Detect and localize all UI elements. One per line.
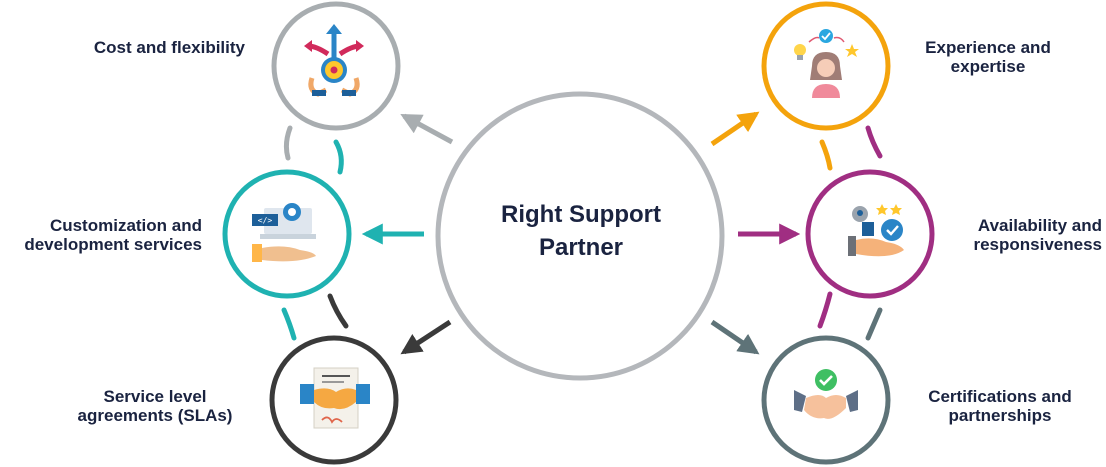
label-cost-and-flexibility: Cost and flexibility [60,38,245,57]
arrow-to-experience [710,111,760,147]
label-availability-line-1: Availability and [977,216,1102,235]
svg-text:</>: </> [258,216,273,225]
node-experience [761,1,891,131]
user-gear-stars-hand-icon [848,204,904,257]
label-certifications-line-2: partnerships [948,406,1052,425]
label-sla-line-2: agreements (SLAs) [77,406,233,425]
handshake-checkmark-icon [794,369,858,419]
connector-right-lower [817,291,883,341]
label-sla-line-1: Service level [103,387,207,406]
center-title-line-1: Right Support [501,201,661,228]
center-title-line-2: Partner [538,234,624,261]
arrow-to-certifications [710,319,760,355]
node-customization: </> [222,169,352,299]
woman-idea-star-icon [794,29,859,98]
connector-right-upper [819,125,883,171]
node-cost [271,1,401,131]
label-customization-line-1: Customization and [49,216,202,235]
node-availability [805,169,935,299]
laptop-code-gear-hand-icon: </> [252,203,316,262]
label-service-level-agreements: Service level agreements (SLAs) [60,387,250,425]
connector-left-upper [283,125,344,175]
label-experience-line-2: expertise [950,57,1026,76]
label-availability-line-2: responsiveness [973,235,1102,254]
connector-left-lower [281,293,349,341]
label-certifications-and-partnerships: Certifications and partnerships [908,387,1092,425]
arrow-to-cost [400,113,454,145]
label-experience-line-1: Experience and [925,38,1051,57]
center-title: Right Support Partner [440,198,722,264]
arrow-to-sla [400,319,452,355]
label-experience-and-expertise: Experience and expertise [908,38,1068,76]
label-certifications-line-1: Certifications and [928,387,1072,406]
label-availability-and-responsiveness: Availability and responsiveness [930,216,1102,254]
label-cost-line-1: Cost and flexibility [93,38,245,57]
node-certifications [761,335,891,465]
label-customization-and-development: Customization and development services [0,216,202,254]
label-customization-line-2: development services [24,235,202,254]
center-ring [435,91,725,381]
contract-handshake-icon [300,367,370,429]
node-sla [269,335,399,465]
arrows-gear-hands-icon [304,24,364,97]
